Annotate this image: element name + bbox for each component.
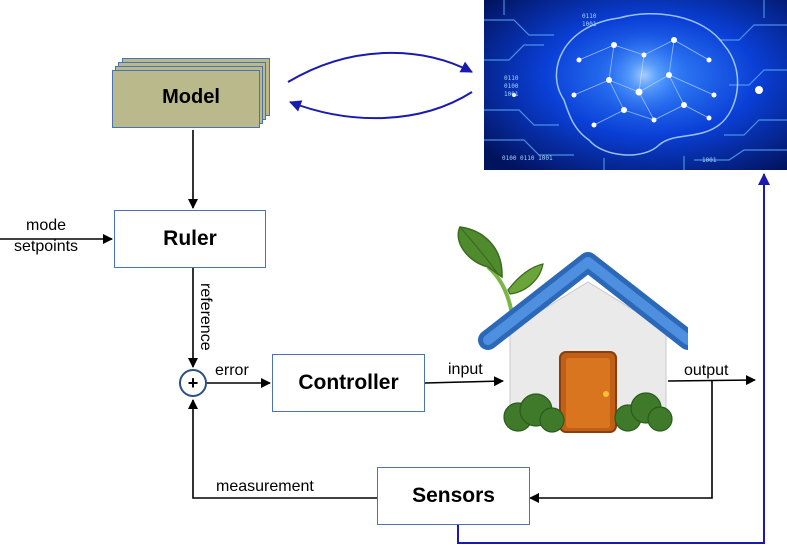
- input-label: input: [448, 361, 483, 378]
- sensors-to-ai-arrow: [457, 173, 770, 544]
- binary-text: 0100: [504, 83, 519, 90]
- controller-label: Controller: [298, 371, 399, 394]
- sensors-label: Sensors: [412, 484, 495, 507]
- binary-text: 0110: [582, 13, 597, 20]
- ruler-label: Ruler: [163, 227, 217, 250]
- mode-label: mode: [26, 217, 67, 234]
- model-block: Model: [112, 58, 270, 130]
- model-label: Model: [162, 86, 220, 108]
- controller-block: Controller: [272, 354, 425, 412]
- summing-junction: +: [179, 369, 207, 397]
- ruler-block: Ruler: [114, 210, 266, 268]
- setpoints-label: setpoints: [14, 238, 79, 255]
- output-arrow: [667, 375, 756, 386]
- error-label: error: [215, 362, 249, 379]
- house-plant-icon: [457, 226, 688, 433]
- reference-label: reference: [197, 283, 214, 351]
- measurement-label: measurement: [216, 478, 314, 495]
- binary-text: 0110: [504, 75, 519, 82]
- measurement-arrow: [188, 399, 377, 499]
- ai-to-model-arrow: [289, 91, 473, 120]
- binary-text: 1001: [582, 21, 597, 28]
- binary-text: 0100 0110 1001: [502, 155, 553, 162]
- model-to-ai-arrow: [287, 51, 473, 83]
- output-to-sensors-arrow: [529, 381, 713, 503]
- input-arrow: [424, 376, 504, 387]
- binary-text: 1001: [504, 91, 519, 98]
- sensors-block: Sensors: [377, 467, 530, 525]
- ai-brain-image: 0110 0100 1001 0110 1001 0100 0110 1001 …: [484, 0, 787, 170]
- output-label: output: [684, 362, 729, 379]
- sum-sign: +: [187, 373, 199, 393]
- binary-text: 1001: [702, 157, 717, 164]
